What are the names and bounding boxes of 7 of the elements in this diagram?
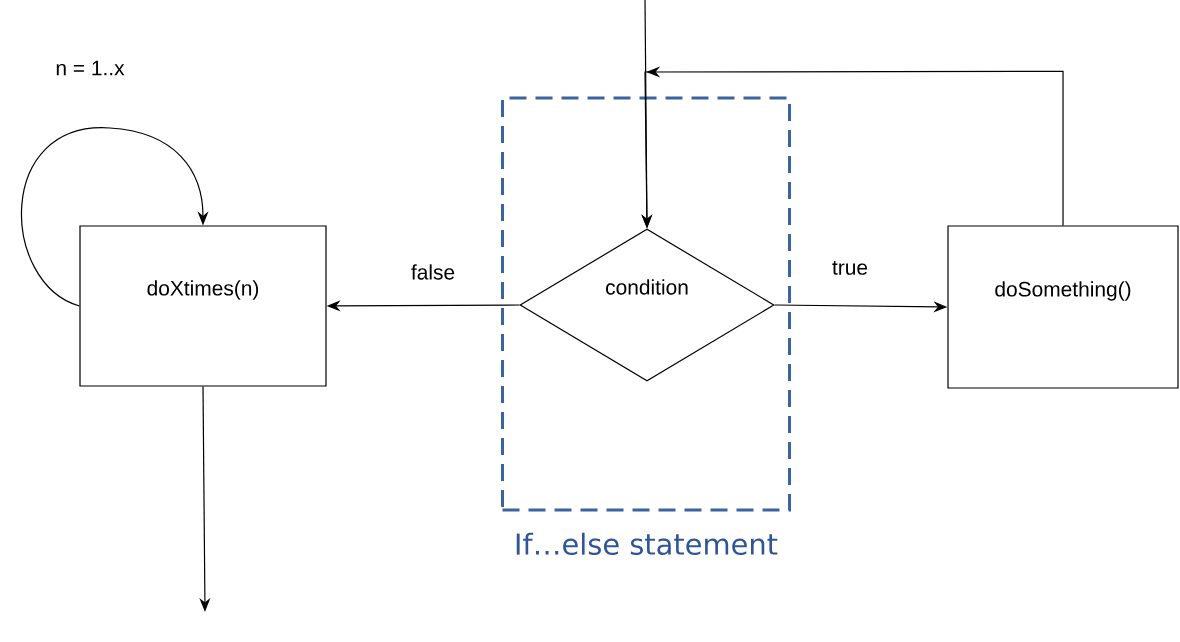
edge-label: n = 1..x [53, 58, 127, 78]
process-box: doSomething() [947, 225, 1179, 389]
process-box: doXtimes(n) [79, 225, 327, 387]
edge-label: false [408, 262, 458, 282]
arrow [21, 127, 209, 307]
group-caption: If…else statement [516, 532, 778, 556]
edge-label: true [830, 259, 871, 277]
